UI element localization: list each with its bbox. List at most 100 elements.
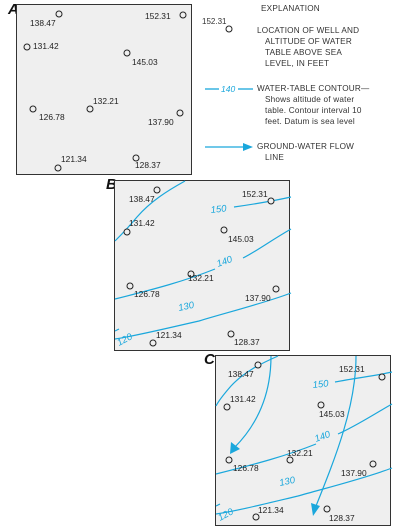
well-label: 138.47	[30, 18, 56, 28]
well-marker	[272, 285, 280, 293]
contour-label: 120	[216, 506, 236, 523]
contour-140	[337, 403, 393, 435]
legend-flow-desc-2: LINE	[265, 153, 285, 162]
well-marker	[29, 105, 37, 113]
well-label: 132.21	[287, 448, 313, 458]
well-marker	[126, 282, 134, 290]
well-label: 121.34	[156, 330, 182, 340]
well-label: 131.42	[230, 394, 256, 404]
well-label: 131.42	[129, 218, 155, 228]
legend-contour-desc-4: feet. Datum is sea level	[265, 117, 355, 126]
well-label: 137.90	[245, 293, 271, 303]
well-label: 126.78	[39, 112, 65, 122]
map-c-contours-flow: 150 140 130 120 138.47 152.31 131.42	[215, 355, 393, 524]
flow-arrowhead	[311, 503, 320, 516]
contour-140	[215, 443, 317, 475]
well-marker	[227, 330, 235, 338]
contour-label: 150	[312, 378, 330, 391]
contour-120	[215, 503, 221, 507]
map-a-wells: 138.47 152.31 131.42 145.03 132.21 126.7…	[23, 10, 187, 172]
legend-contour-desc-1: WATER-TABLE CONTOUR—	[257, 84, 370, 93]
well-marker	[267, 197, 275, 205]
contour-140	[242, 228, 292, 259]
legend-well-desc-2: ALTITUDE OF WATER	[265, 37, 352, 46]
well-label: 145.03	[132, 57, 158, 67]
well-marker	[378, 373, 386, 381]
contour-label: 130	[278, 475, 296, 489]
well-marker	[252, 513, 260, 521]
flow-arrowhead	[230, 442, 240, 454]
map-b-contours: 150 140 130 120 138.47 152.31 131.42 145…	[114, 180, 292, 349]
well-label: 152.31	[339, 364, 365, 374]
legend-well-symbol: 152.31	[202, 17, 233, 33]
contour-130	[215, 467, 393, 515]
well-marker	[123, 49, 131, 57]
well-label: 145.03	[319, 409, 345, 419]
map-a: 138.47 152.31 131.42 145.03 132.21 126.7…	[16, 4, 192, 175]
well-label: 128.37	[234, 337, 260, 347]
well-label: 152.31	[242, 189, 268, 199]
well-marker	[317, 401, 325, 409]
well-marker	[149, 339, 157, 347]
well-label: 128.37	[135, 160, 161, 170]
well-label: 126.78	[233, 463, 259, 473]
well-label: 137.90	[341, 468, 367, 478]
well-marker	[254, 361, 262, 369]
contour-label: 150	[210, 203, 228, 216]
well-marker	[179, 11, 187, 19]
legend-flow-arrow	[205, 143, 253, 151]
well-label: 138.47	[129, 194, 155, 204]
legend-contour-value: 140	[221, 84, 235, 94]
well-label: 138.47	[228, 369, 254, 379]
explanation-title: EXPLANATION	[261, 4, 320, 13]
legend-well-desc-3: TABLE ABOVE SEA	[265, 48, 343, 57]
well-marker	[54, 164, 62, 172]
panel-label-c: C	[204, 351, 215, 368]
well-marker	[223, 403, 231, 411]
well-marker	[220, 226, 228, 234]
contour-label: 140	[313, 429, 332, 445]
well-label: 145.03	[228, 234, 254, 244]
well-label: 137.90	[148, 117, 174, 127]
legend-contour-desc-2: Shows altitude of water	[265, 95, 355, 104]
well-marker	[55, 10, 63, 18]
contour-label: 130	[177, 300, 195, 314]
well-marker	[132, 154, 140, 162]
well-marker	[225, 456, 233, 464]
well-marker	[23, 43, 31, 51]
well-marker	[187, 270, 195, 278]
well-label: 126.78	[134, 289, 160, 299]
well-label: 132.21	[188, 273, 214, 283]
flow-line	[315, 355, 357, 507]
map-c: 150 140 130 120 138.47 152.31 131.42	[215, 355, 393, 526]
well-label: 121.34	[258, 505, 284, 515]
contour-150	[334, 371, 393, 383]
well-marker	[369, 460, 377, 468]
well-marker	[225, 25, 233, 33]
contour-150	[114, 180, 186, 242]
contour-130	[114, 292, 292, 340]
well-marker	[123, 228, 131, 236]
well-marker	[153, 186, 161, 194]
well-label: 121.34	[61, 154, 87, 164]
contour-150	[215, 355, 279, 407]
legend-well-desc-1: LOCATION OF WELL AND	[257, 26, 360, 35]
contour-150	[233, 196, 292, 208]
legend-contour-desc-3: table. Contour interval 10	[265, 106, 362, 115]
well-marker	[286, 456, 294, 464]
flow-line	[233, 355, 272, 449]
well-label: 152.31	[145, 11, 171, 21]
well-marker	[86, 105, 94, 113]
legend-contour-symbol: 140	[205, 84, 253, 94]
contour-140	[114, 268, 216, 300]
well-label: 131.42	[33, 41, 59, 51]
contour-120	[114, 328, 120, 332]
contour-label: 120	[115, 331, 135, 348]
well-label: 132.21	[93, 96, 119, 106]
map-b: 150 140 130 120 138.47 152.31 131.42 145…	[114, 180, 292, 351]
legend-well-desc-4: LEVEL, IN FEET	[265, 59, 330, 68]
well-label: 128.37	[329, 513, 355, 523]
contour-label: 140	[215, 254, 234, 270]
panel-label-b: B	[106, 176, 117, 193]
panel-label-a: A	[8, 1, 19, 18]
